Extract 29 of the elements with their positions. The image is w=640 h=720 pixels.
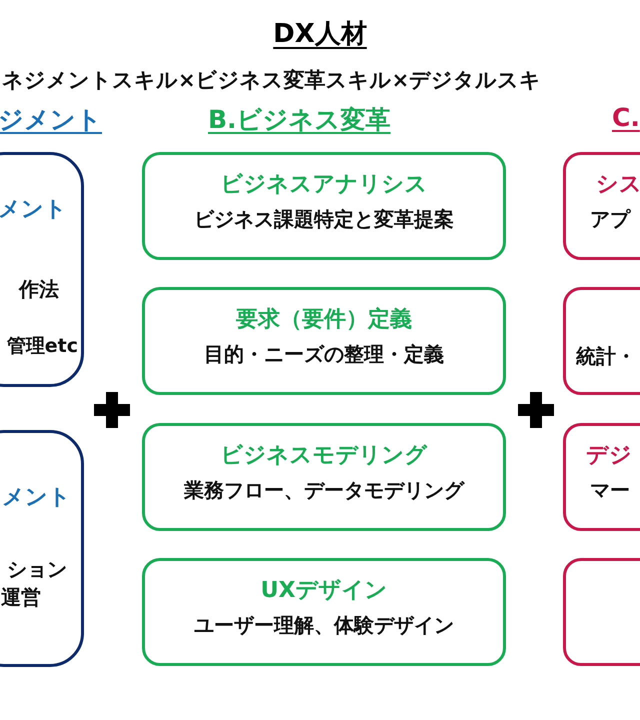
skill-box (142, 423, 506, 531)
skill-description: 管理etc (6, 335, 78, 358)
skill-box (142, 287, 506, 395)
skill-heading: デジ (586, 443, 632, 470)
skill-heading: 要求（要件）定義 (235, 307, 413, 334)
skill-box (142, 558, 506, 666)
skill-description: 目的・ニーズの整理・定義 (203, 342, 445, 366)
skill-heading: ビジネスアナリシス (220, 172, 428, 198)
title: DX人材 (273, 19, 367, 49)
skill-description: ユーザー理解、体験デザイン (193, 613, 455, 637)
skill-heading: 統計・ (576, 344, 636, 368)
skill-description: 運営 (1, 585, 41, 609)
skill-description: ション (7, 557, 67, 581)
skill-heading: UXデザイン (260, 578, 388, 604)
skill-description: ビジネス課題特定と変革提案 (193, 207, 455, 231)
skill-heading: ビジネスモデリング (220, 443, 428, 470)
skill-heading: シス (596, 172, 640, 198)
skill-description: 作法 (19, 277, 59, 301)
skill-description: アプ (590, 207, 630, 231)
subtitle: ネジメントスキル×ビジネス変革スキル×デジタルスキ (2, 67, 542, 94)
skill-box (0, 152, 84, 387)
column-heading: C. (612, 103, 640, 132)
skill-description: マー (590, 478, 630, 502)
skill-heading: メント (2, 485, 71, 512)
column-heading: B.ビジネス変革 (208, 104, 391, 136)
column-heading: ジメント (0, 104, 102, 136)
skill-box (0, 430, 84, 667)
skill-description: 業務フロー、データモデリング (183, 478, 466, 502)
skill-box (142, 152, 506, 260)
